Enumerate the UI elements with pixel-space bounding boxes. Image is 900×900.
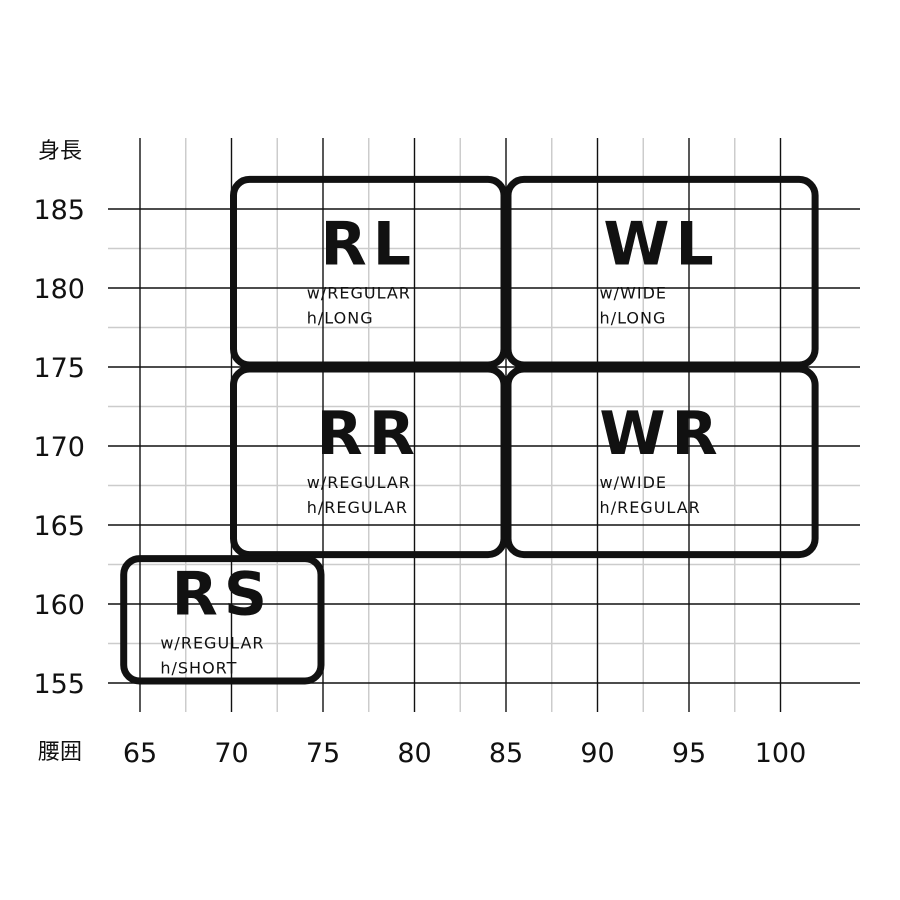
x-tick-label: 65 bbox=[123, 738, 157, 769]
x-tick-label: 80 bbox=[397, 738, 431, 769]
size-code: RS bbox=[172, 560, 273, 630]
size-box-rs: RS w/REGULAR h/SHORT bbox=[120, 555, 325, 685]
y-tick-label: 165 bbox=[33, 511, 85, 542]
height-fit-label: h/SHORT bbox=[160, 659, 237, 678]
size-box-border bbox=[230, 365, 508, 559]
waist-fit-label: w/WIDE bbox=[600, 473, 667, 492]
height-fit-label: h/REGULAR bbox=[600, 498, 701, 517]
x-tick-label: 95 bbox=[672, 738, 706, 769]
y-tick-label: 175 bbox=[33, 353, 85, 384]
y-tick-label: 155 bbox=[33, 669, 85, 700]
y-axis-ticks: 155 160 165 170 175 180 185 bbox=[33, 195, 85, 700]
x-tick-label: 90 bbox=[580, 738, 614, 769]
height-fit-label: h/LONG bbox=[600, 309, 667, 328]
x-tick-label: 75 bbox=[306, 738, 340, 769]
y-tick-label: 160 bbox=[33, 590, 85, 621]
size-box-border bbox=[504, 365, 819, 559]
size-code: RL bbox=[321, 210, 417, 280]
height-fit-label: h/REGULAR bbox=[307, 498, 408, 517]
waist-fit-label: w/REGULAR bbox=[160, 634, 264, 653]
x-tick-label: 70 bbox=[214, 738, 248, 769]
waist-fit-label: w/REGULAR bbox=[307, 284, 411, 303]
size-box-wl: WL w/WIDE h/LONG bbox=[504, 175, 819, 369]
waist-fit-label: w/WIDE bbox=[600, 284, 667, 303]
y-tick-label: 185 bbox=[33, 195, 85, 226]
y-tick-label: 170 bbox=[33, 432, 85, 463]
size-code: WR bbox=[599, 399, 723, 469]
x-axis-title: 腰囲 bbox=[38, 740, 82, 765]
size-box-rr: RR w/REGULAR h/REGULAR bbox=[230, 365, 508, 559]
size-box-border bbox=[504, 175, 819, 369]
y-tick-label: 180 bbox=[33, 274, 85, 305]
size-box-wr: WR w/WIDE h/REGULAR bbox=[504, 365, 819, 559]
size-regions: RL w/REGULAR h/LONG WL w/WIDE h/LONG RR w/REGUL… bbox=[120, 175, 819, 685]
size-box-border bbox=[230, 175, 508, 369]
waist-fit-label: w/REGULAR bbox=[307, 473, 411, 492]
x-tick-label: 85 bbox=[489, 738, 523, 769]
size-box-border bbox=[120, 555, 325, 685]
y-axis-title: 身長 bbox=[38, 139, 82, 164]
size-box-rl: RL w/REGULAR h/LONG bbox=[230, 175, 508, 369]
x-tick-label: 100 bbox=[755, 738, 807, 769]
x-axis-ticks: 65 70 75 80 85 90 95 100 bbox=[123, 738, 806, 769]
size-code: RR bbox=[317, 399, 421, 469]
height-fit-label: h/LONG bbox=[307, 309, 374, 328]
size-code: WL bbox=[603, 210, 719, 280]
